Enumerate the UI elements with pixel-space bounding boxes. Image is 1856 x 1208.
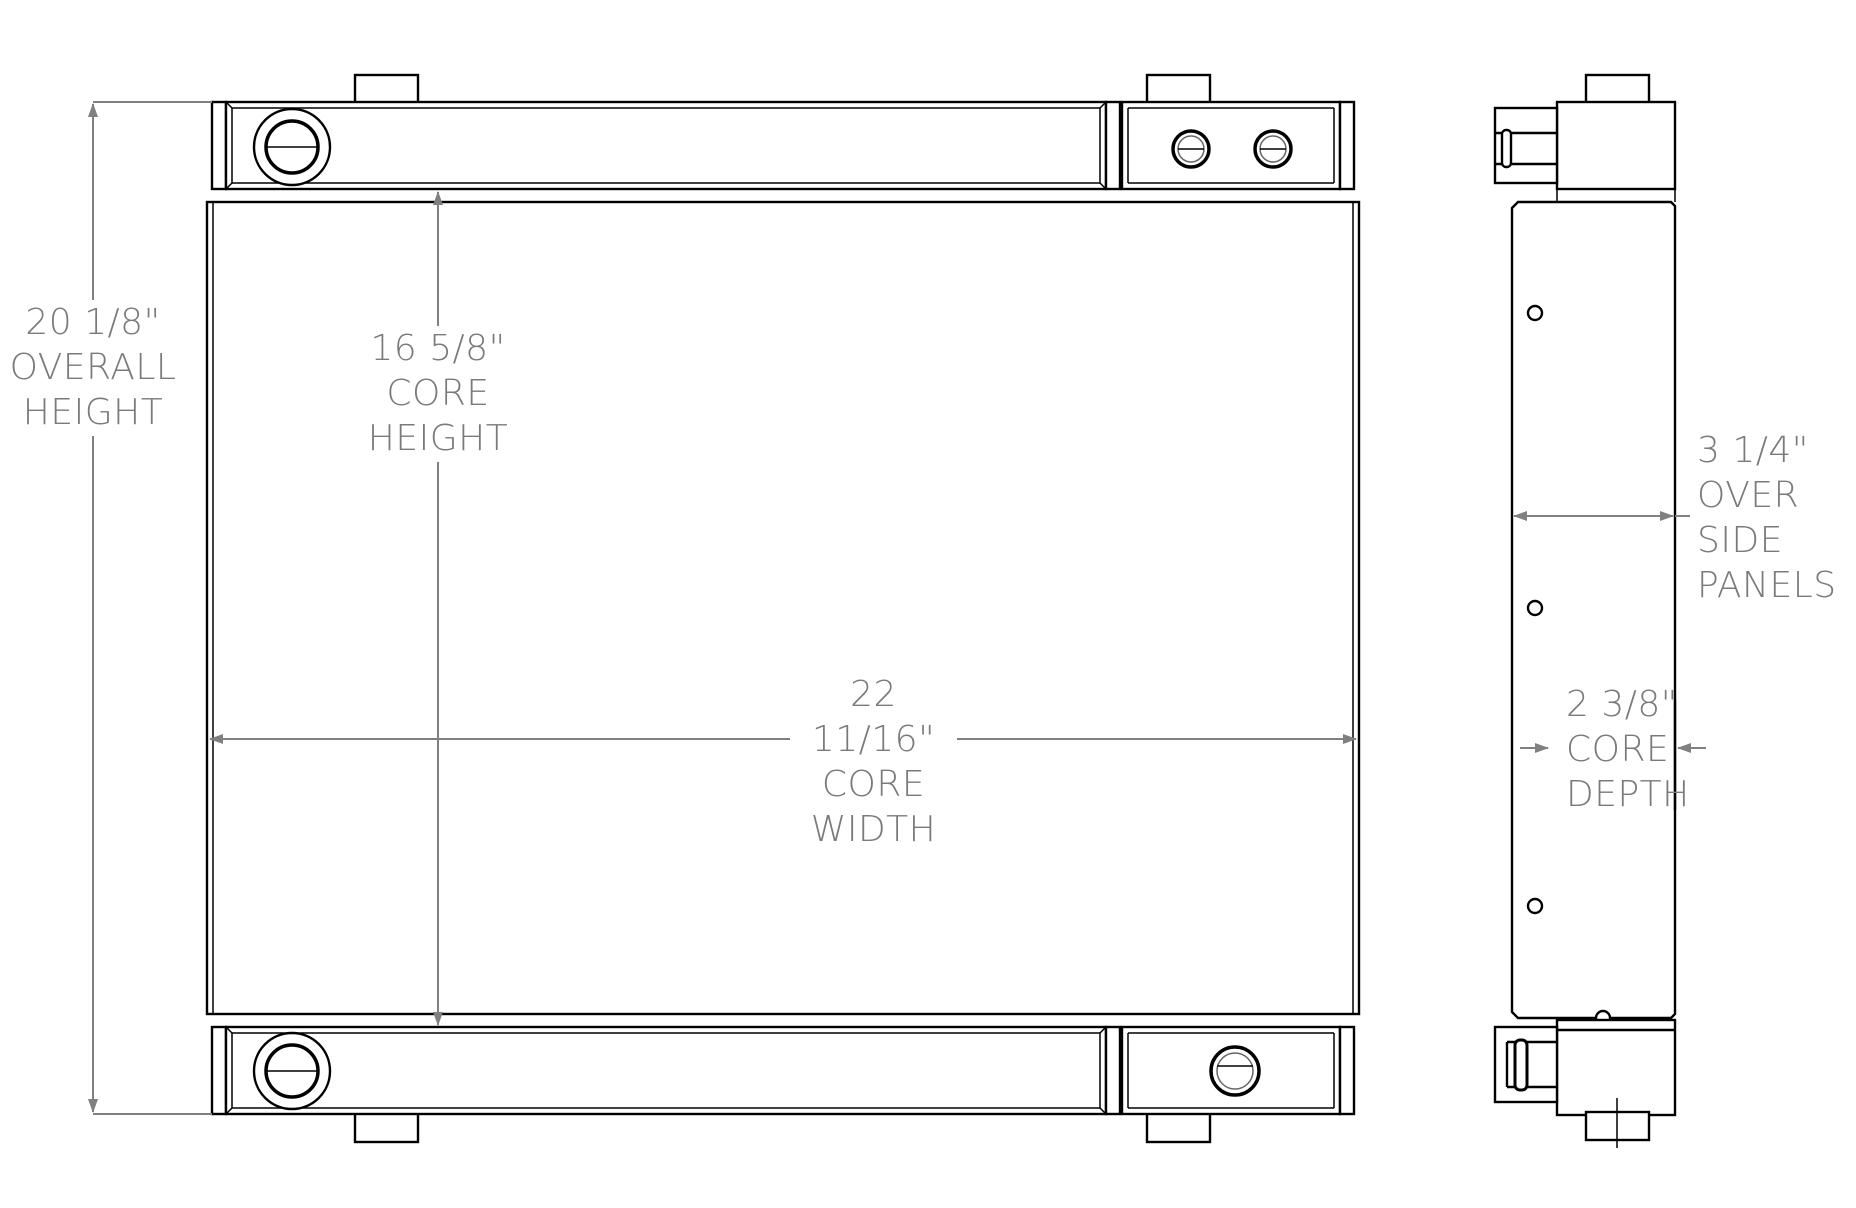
core-depth-value: 2 3/8" (1566, 684, 1678, 725)
mount-hole-icon (1526, 897, 1544, 915)
hose-fitting-icon (1493, 106, 1559, 185)
mount-hole-icon (1526, 599, 1544, 617)
outlet-port-icon (252, 1031, 332, 1111)
hose-fitting-icon (1493, 1025, 1559, 1104)
core-width-line1: CORE (821, 764, 926, 805)
core-depth-label: 2 3/8" CORE DEPTH (1566, 682, 1690, 817)
overall-height-dimension (88, 101, 212, 1115)
core-width-value: 22 11/16" (811, 674, 936, 760)
mount-tab-top-right (1145, 73, 1212, 107)
core-depth-dimension (1520, 700, 1706, 810)
top-tank (210, 100, 1356, 191)
over-side-panels-line3: PANELS (1697, 565, 1837, 606)
core-depth-line2: DEPTH (1566, 774, 1690, 815)
core-width-label: 22 11/16" CORE WIDTH (790, 672, 957, 852)
mount-tab-bottom-left (353, 1110, 420, 1144)
core-width-line2: WIDTH (810, 809, 937, 850)
overall-height-label: 20 1/8" OVERALL HEIGHT (8, 300, 178, 435)
inlet-port-icon (252, 107, 332, 187)
drain-port-icon (1209, 1045, 1261, 1097)
overall-height-value: 20 1/8" (25, 302, 161, 343)
over-side-panels-line1: OVER (1697, 475, 1800, 516)
core-height-line1: CORE (386, 373, 490, 414)
core (205, 200, 1361, 1016)
core-height-label: 16 5/8" CORE HEIGHT (360, 326, 516, 461)
side-view (1493, 73, 1677, 1148)
over-side-panels-line2: SIDE (1697, 520, 1783, 561)
over-side-panels-value: 3 1/4" (1697, 430, 1809, 471)
core-depth-line1: CORE (1566, 729, 1670, 770)
overall-height-line2: HEIGHT (22, 392, 164, 433)
core-height-line2: HEIGHT (367, 418, 509, 459)
over-side-panels-label: 3 1/4" OVER SIDE PANELS (1697, 428, 1855, 608)
bottom-tank (210, 1025, 1356, 1116)
front-view (205, 73, 1361, 1144)
mount-hole-icon (1526, 304, 1544, 322)
small-port-icon (1171, 129, 1211, 169)
mount-tab-top-left (353, 73, 420, 107)
core-height-value: 16 5/8" (370, 328, 506, 369)
overall-height-line1: OVERALL (9, 347, 177, 388)
small-port-icon (1253, 129, 1293, 169)
mount-tab-bottom-right (1145, 1110, 1212, 1144)
